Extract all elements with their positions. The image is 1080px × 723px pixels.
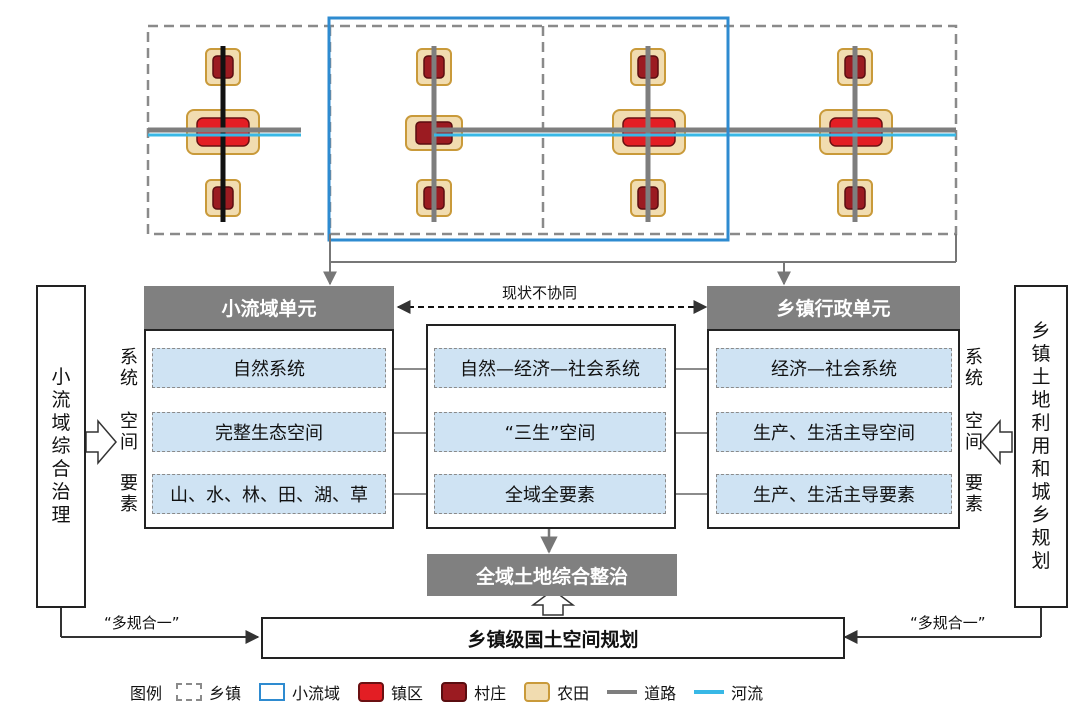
legend-title: 图例: [130, 684, 163, 703]
legend: 图例 乡镇 小流域 镇区 村庄 农田 道路 河流: [130, 680, 781, 704]
legend-item-river: 河流: [694, 680, 763, 704]
legend-item-zone: 镇区: [358, 680, 423, 704]
legend-town-swatch: [176, 683, 203, 701]
vertical-char: 小: [51, 366, 71, 388]
left-item-system: 自然系统: [152, 348, 386, 388]
row-label-right-elements: 要素: [961, 472, 987, 516]
consolidation-box: 全域土地综合整治: [427, 554, 677, 596]
map-to-unit-connectors: [323, 234, 957, 286]
vertical-char: 规: [1031, 527, 1051, 549]
town-1-cluster: [148, 46, 301, 222]
legend-item-town: 乡镇: [176, 680, 241, 704]
vertical-char: 镇: [1031, 343, 1051, 365]
vertical-char: 地: [1031, 389, 1051, 411]
legend-zone-label: 镇区: [391, 684, 424, 703]
left-side-box-text: 小流域综合治理: [36, 285, 86, 608]
vertical-char: 理: [51, 504, 71, 526]
row-label-char: 统: [120, 368, 138, 389]
hollow-up-arrow: [530, 589, 576, 616]
legend-item-village: 村庄: [441, 680, 506, 704]
right-side-box-text: 乡镇土地利用和城乡规划: [1014, 285, 1068, 608]
vertical-char: 乡: [1031, 320, 1051, 342]
row-label-char: 要: [965, 473, 983, 494]
planning-box: 乡镇级国土空间规划: [261, 617, 845, 659]
vertical-char: 土: [1031, 366, 1051, 388]
left-item-elements: 山、水、林、田、湖、草: [152, 474, 386, 514]
row-label-char: 系: [965, 347, 983, 368]
row-label-char: 空: [965, 411, 983, 432]
legend-zone-swatch: [358, 682, 385, 702]
vertical-char: 和: [1031, 458, 1051, 480]
multi-plan-left-label: “多规合一”: [104, 614, 180, 632]
vertical-char: 综: [51, 435, 71, 457]
legend-item-farm: 农田: [524, 680, 589, 704]
legend-item-road: 道路: [607, 680, 676, 704]
legend-item-basin: 小流域: [259, 680, 340, 704]
row-label-char: 系: [120, 347, 138, 368]
center-item-system: 自然—经济—社会系统: [434, 348, 666, 388]
vertical-char: 合: [51, 458, 71, 480]
legend-basin-label: 小流域: [292, 684, 341, 703]
town-2-cluster: [405, 46, 463, 222]
legend-village-swatch: [441, 682, 468, 702]
right-item-system: 经济—社会系统: [716, 348, 952, 388]
row-label-right-space: 空间: [961, 410, 987, 454]
row-label-left-system: 系统: [116, 346, 142, 390]
legend-village-label: 村庄: [474, 684, 507, 703]
vertical-char: 乡: [1031, 504, 1051, 526]
vertical-char: 利: [1031, 412, 1051, 434]
vertical-char: 用: [1031, 435, 1051, 457]
row-label-left-space: 空间: [116, 410, 142, 454]
row-label-char: 空: [120, 411, 138, 432]
right-item-elements: 生产、生活主导要素: [716, 474, 952, 514]
hollow-left-arrow: [981, 418, 1013, 466]
main-road-river: [434, 127, 956, 137]
status-label: 现状不协同: [502, 284, 578, 302]
left-unit-title: 小流域单元: [144, 286, 394, 329]
row-label-char: 统: [965, 368, 983, 389]
left-item-space: 完整生态空间: [152, 412, 386, 452]
row-label-left-elements: 要素: [116, 472, 142, 516]
vertical-char: 域: [51, 412, 71, 434]
legend-farm-label: 农田: [557, 684, 590, 703]
left-side-box: [36, 285, 86, 608]
row-label-char: 素: [965, 494, 983, 515]
legend-road-swatch: [607, 690, 638, 694]
right-unit-title: 乡镇行政单元: [707, 286, 960, 329]
row-label-right-system: 系统: [961, 346, 987, 390]
row-label-char: 要: [120, 473, 138, 494]
row-label-char: 素: [120, 494, 138, 515]
row-label-char: 间: [965, 432, 983, 453]
legend-river-swatch: [694, 690, 725, 694]
multi-plan-right-label: “多规合一”: [910, 614, 986, 632]
right-side-box: [1014, 285, 1068, 608]
small-basin-frame: [327, 16, 730, 242]
multi-plan-connectors: [60, 608, 1042, 644]
hollow-right-arrow: [85, 418, 117, 466]
legend-basin-swatch: [259, 683, 286, 701]
vertical-char: 治: [51, 481, 71, 503]
row-label-char: 间: [120, 432, 138, 453]
vertical-char: 流: [51, 389, 71, 411]
right-item-space: 生产、生活主导空间: [716, 412, 952, 452]
center-item-elements: 全域全要素: [434, 474, 666, 514]
vertical-char: 城: [1031, 481, 1051, 503]
legend-river-label: 河流: [731, 684, 764, 703]
center-item-space: “三生”空间: [434, 412, 666, 452]
legend-road-label: 道路: [644, 684, 677, 703]
vertical-char: 划: [1031, 550, 1051, 572]
legend-farm-swatch: [524, 682, 551, 702]
legend-town-label: 乡镇: [209, 684, 242, 703]
